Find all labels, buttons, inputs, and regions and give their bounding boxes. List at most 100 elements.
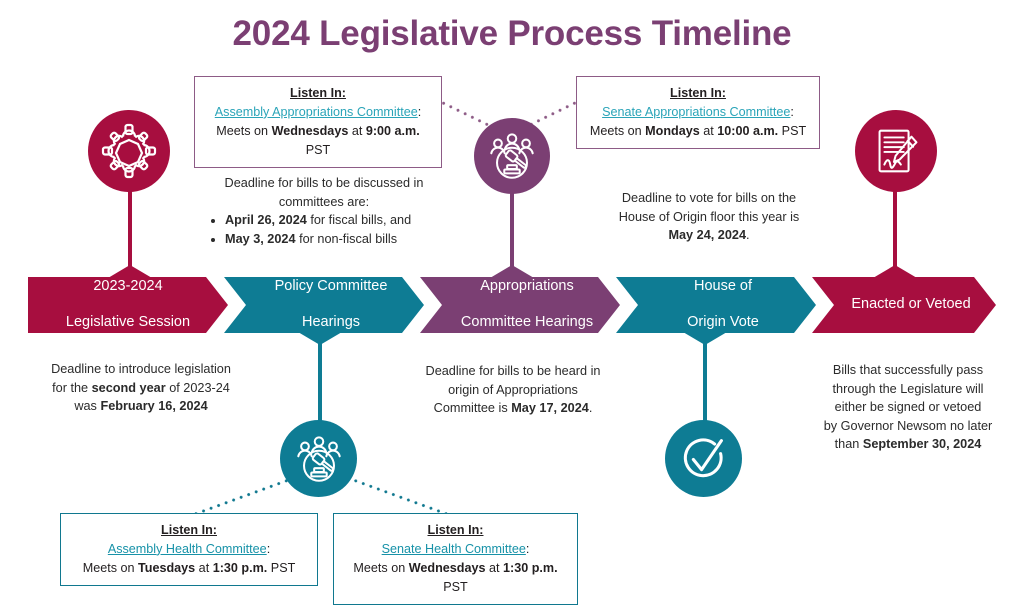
meeting-schedule: Meets on Tuesdays at 1:30 p.m. PST bbox=[83, 561, 296, 575]
meeting-tz: PST bbox=[778, 123, 807, 138]
note-appropriations-deadline: Deadline for bills to be heard in origin… bbox=[408, 362, 618, 418]
timeline-band: 2023-2024 Legislative Session Policy Com… bbox=[28, 277, 996, 333]
deadline-date: May 17, 2024 bbox=[511, 401, 589, 416]
note-text: for the bbox=[52, 380, 92, 395]
callout-senate-health: Listen In: Senate Health Committee: Meet… bbox=[333, 513, 578, 605]
note-emphasis: second year bbox=[91, 380, 166, 395]
link-colon: : bbox=[790, 104, 794, 119]
meets-prefix: Meets on bbox=[589, 123, 646, 138]
stage-house-of-origin-vote[interactable]: House of Origin Vote bbox=[616, 277, 816, 333]
note-line1: Bills that successfully pass bbox=[832, 363, 984, 377]
committee-link-row: Senate Appropriations Committee: bbox=[602, 105, 794, 119]
listen-in-header: Listen In: bbox=[670, 86, 726, 100]
tab-house-origin bbox=[683, 332, 727, 345]
meeting-tz: PST bbox=[305, 142, 331, 157]
tab-appropriations bbox=[490, 265, 534, 278]
note-line3: was February 16, 2024 bbox=[25, 397, 257, 416]
list-item: April 26, 2024 for fiscal bills, and bbox=[225, 211, 440, 230]
committee-link-row: Assembly Health Committee: bbox=[108, 542, 270, 556]
note-text: than bbox=[834, 437, 863, 452]
tab-policy bbox=[298, 332, 342, 345]
deadline-date: April 26, 2024 bbox=[225, 213, 307, 228]
stage-label-line1: 2023-2024 bbox=[93, 278, 163, 295]
gavel-committee-icon-teal bbox=[280, 420, 357, 497]
stage-enacted-or-vetoed[interactable]: Enacted or Vetoed bbox=[812, 277, 996, 333]
listen-in-header: Listen In: bbox=[161, 523, 217, 537]
meeting-at: at bbox=[348, 123, 366, 138]
page-title: 2024 Legislative Process Timeline bbox=[232, 14, 792, 53]
list-item: May 3, 2024 for non-fiscal bills bbox=[225, 230, 440, 249]
assembly-appropriations-committee-link[interactable]: Assembly Appropriations Committee bbox=[214, 104, 418, 119]
meeting-schedule: Meets on Wednesdays at 9:00 a.m. PST bbox=[216, 124, 420, 157]
note-line4: by Governor Newsom no later bbox=[823, 418, 993, 433]
committee-link-row: Senate Health Committee: bbox=[382, 542, 530, 556]
callout-assembly-appropriations: Listen In: Assembly Appropriations Commi… bbox=[194, 76, 442, 168]
deadline-date: February 16, 2024 bbox=[100, 399, 208, 414]
senate-appropriations-committee-link[interactable]: Senate Appropriations Committee bbox=[602, 104, 791, 119]
stem-session bbox=[128, 186, 132, 270]
stage-label-line1: Appropriations bbox=[480, 278, 574, 295]
meeting-time: 10:00 a.m. bbox=[717, 123, 779, 138]
stage-label-line2: Origin Vote bbox=[687, 313, 759, 330]
note-line3: Committee is May 17, 2024. bbox=[408, 399, 618, 418]
meeting-day: Wednesdays bbox=[408, 560, 486, 575]
gavel-committee-icon-purple bbox=[474, 118, 550, 194]
check-circle-icon bbox=[665, 420, 742, 497]
note-line1: Deadline for bills to be heard in bbox=[425, 364, 601, 378]
committee-link-row: Assembly Appropriations Committee: bbox=[215, 105, 421, 119]
stage-label-line1: House of bbox=[693, 278, 753, 295]
meeting-day: Mondays bbox=[645, 123, 700, 138]
stem-appropriations bbox=[510, 192, 514, 270]
stage-appropriations-committee-hearings[interactable]: Appropriations Committee Hearings bbox=[420, 277, 620, 333]
note-line3: either be signed or vetoed bbox=[834, 400, 982, 415]
note-line2: House of Origin floor this year is bbox=[618, 209, 800, 224]
deadline-date: May 3, 2024 bbox=[225, 231, 296, 246]
meeting-at: at bbox=[485, 560, 503, 575]
note-enacted-or-vetoed: Bills that successfully pass through the… bbox=[803, 361, 1013, 454]
meeting-day: Wednesdays bbox=[271, 123, 349, 138]
note-intro-line1: Deadline for bills to be discussed in bbox=[224, 176, 424, 190]
note-period: . bbox=[588, 401, 593, 416]
meeting-tz: PST bbox=[267, 560, 296, 575]
deadline-desc: for fiscal bills, and bbox=[306, 213, 412, 228]
note-line2: through the Legislature will bbox=[832, 381, 984, 396]
tab-session bbox=[108, 265, 152, 278]
note-text: of 2023-24 bbox=[165, 380, 230, 395]
stage-legislative-session[interactable]: 2023-2024 Legislative Session bbox=[28, 277, 228, 333]
note-line3: May 24, 2024. bbox=[603, 226, 815, 245]
link-colon: : bbox=[417, 104, 422, 119]
meeting-schedule: Meets on Mondays at 10:00 a.m. PST bbox=[590, 124, 806, 138]
meeting-time: 1:30 p.m. bbox=[503, 560, 558, 575]
link-colon: : bbox=[266, 541, 271, 556]
note-introduce-deadline: Deadline to introduce legislation for th… bbox=[25, 360, 257, 416]
stem-house-origin bbox=[703, 340, 707, 424]
meets-prefix: Meets on bbox=[216, 123, 272, 138]
senate-health-committee-link[interactable]: Senate Health Committee bbox=[381, 541, 526, 556]
meets-prefix: Meets on bbox=[82, 560, 139, 575]
callout-assembly-health: Listen In: Assembly Health Committee: Me… bbox=[60, 513, 318, 586]
note-line1: Deadline to vote for bills on the bbox=[621, 191, 797, 205]
note-text: was bbox=[74, 399, 101, 414]
tab-enacted bbox=[873, 265, 917, 278]
deadline-list: April 26, 2024 for fiscal bills, and May… bbox=[208, 211, 440, 248]
stage-policy-committee-hearings[interactable]: Policy Committee Hearings bbox=[224, 277, 424, 333]
deadline-date: May 24, 2024 bbox=[668, 228, 747, 243]
stage-label-line1: Policy Committee bbox=[274, 278, 388, 295]
deadline-date: September 30, 2024 bbox=[862, 437, 982, 452]
note-intro-line2: committees are: bbox=[278, 194, 370, 209]
note-line2: origin of Appropriations bbox=[448, 382, 578, 397]
assembly-health-committee-link[interactable]: Assembly Health Committee bbox=[107, 541, 267, 556]
meeting-tz: PST bbox=[443, 579, 468, 594]
infographic-canvas: 2024 Legislative Process Timeline 2023-2… bbox=[0, 0, 1024, 576]
note-text: Committee is bbox=[433, 401, 512, 416]
listen-in-header: Listen In: bbox=[290, 86, 346, 100]
meeting-schedule: Meets on Wednesdays at 1:30 p.m. PST bbox=[353, 561, 557, 594]
note-line2: for the second year of 2023-24 bbox=[25, 379, 257, 398]
meeting-at: at bbox=[195, 560, 213, 575]
stem-policy bbox=[318, 340, 322, 424]
note-period: . bbox=[746, 228, 750, 243]
meets-prefix: Meets on bbox=[353, 560, 409, 575]
link-colon: : bbox=[525, 541, 530, 556]
meeting-at: at bbox=[699, 123, 718, 138]
callout-senate-appropriations: Listen In: Senate Appropriations Committ… bbox=[576, 76, 820, 149]
